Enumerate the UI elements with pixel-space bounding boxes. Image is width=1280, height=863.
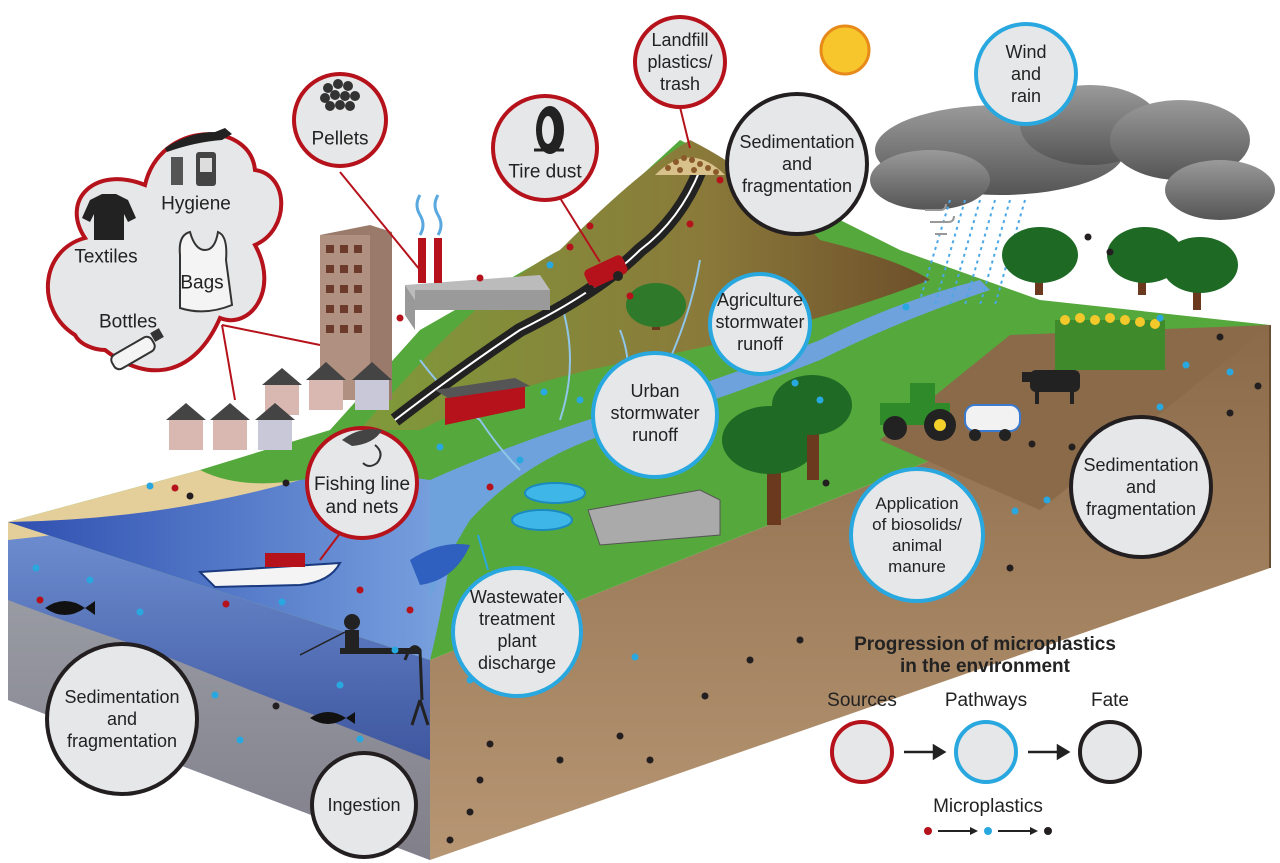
legend-arrows <box>904 743 1071 761</box>
fisherman-icon <box>299 614 420 656</box>
pathway-biosolids-bubble <box>849 467 985 603</box>
heron-icon <box>403 645 430 726</box>
landfill-icon <box>655 155 725 175</box>
legend-microplastics-sequence <box>924 827 1052 835</box>
net-icon <box>342 429 382 467</box>
car-icon <box>584 255 628 295</box>
tractor-icon <box>880 383 1021 441</box>
legend-sources-label: Sources <box>827 690 897 711</box>
bottle-icon <box>110 328 164 371</box>
legend-title: Progression of microplastics in the envi… <box>854 634 1116 677</box>
legend-pathway-swatch <box>954 720 1018 784</box>
legend-fate-label: Fate <box>1090 690 1130 711</box>
pathway-wastewater-bubble <box>451 566 583 698</box>
legend-microplastics-label: Microplastics <box>933 796 1043 817</box>
source-products-bubble <box>45 132 284 373</box>
microplastic-particles <box>32 176 1262 844</box>
cloud-icon <box>870 85 1275 220</box>
legend-pathways-label: Pathways <box>944 690 1028 711</box>
source-fishing-bubble <box>305 426 419 540</box>
fate-sedimentation-right-bubble <box>1069 415 1213 559</box>
shirt-icon <box>82 194 136 240</box>
connector-lines <box>221 106 691 561</box>
pathway-wind-rain-bubble <box>974 22 1078 126</box>
corn-crop-icon <box>1055 313 1165 370</box>
river <box>430 280 990 600</box>
pathway-urban-bubble <box>591 351 719 479</box>
toothbrush-icon <box>165 128 232 186</box>
fate-ingestion-bubble <box>310 751 418 859</box>
cow-icon <box>1022 370 1080 404</box>
legend-fate-swatch <box>1078 720 1142 784</box>
factory-icon <box>405 194 550 330</box>
legend-source-swatch <box>830 720 894 784</box>
pellets-icon <box>320 79 360 111</box>
boat-icon <box>197 553 342 589</box>
tire-icon <box>534 106 564 154</box>
tree-icon <box>626 227 1238 525</box>
fish-icon <box>45 601 355 724</box>
source-landfill-bubble <box>633 15 727 109</box>
fate-sedimentation-top-bubble <box>725 92 869 236</box>
pathway-agriculture-bubble <box>708 272 812 376</box>
treatment-tank-icon <box>511 482 721 546</box>
bag-icon <box>178 230 234 313</box>
store-building-icon <box>435 378 530 425</box>
source-pellets-bubble <box>292 72 388 168</box>
rain-icon <box>919 199 1026 306</box>
sun-icon <box>819 24 871 76</box>
wind-icon <box>925 203 955 235</box>
wastewater-connector <box>477 534 489 571</box>
fate-sedimentation-left-bubble <box>45 642 199 796</box>
house-icon <box>166 362 392 450</box>
outfall-pond <box>410 544 470 585</box>
legend <box>830 720 1142 835</box>
